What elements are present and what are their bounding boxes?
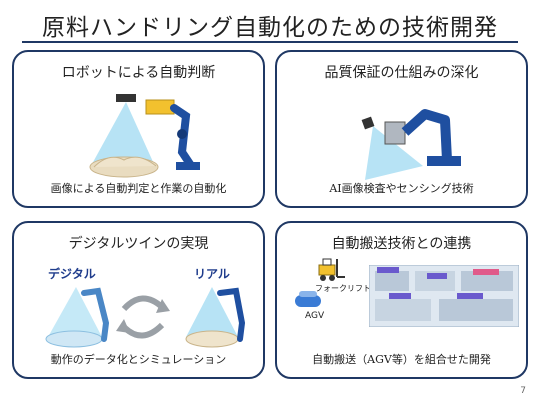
card-caption: AI画像検査やセンシング技術 bbox=[329, 182, 474, 195]
digital-twin-illustration bbox=[45, 287, 246, 348]
card-robot-judgment: ロボットによる自動判断 画像による自動判定と作業の自動化 bbox=[12, 50, 265, 208]
card-quality-assurance: 品質保証の仕組みの深化 AI画像検査やセンシング技術 bbox=[275, 50, 528, 208]
factory-layout-illustration bbox=[369, 265, 519, 327]
digital-label: デジタル bbox=[48, 267, 96, 281]
robot-inspection-illustration bbox=[89, 94, 200, 178]
title-divider bbox=[22, 41, 518, 43]
real-label: リアル bbox=[194, 267, 230, 281]
card-heading: 品質保証の仕組みの深化 bbox=[324, 65, 479, 81]
slide-title: 原料ハンドリング自動化のための技術開発 bbox=[42, 15, 498, 41]
card-heading: デジタルツインの実現 bbox=[68, 236, 209, 252]
card-heading: 自動搬送技術との連携 bbox=[331, 236, 472, 252]
agv-label: AGV bbox=[305, 311, 325, 321]
card-caption: 画像による自動判定と作業の自動化 bbox=[50, 182, 227, 195]
card-heading: ロボットによる自動判断 bbox=[61, 65, 216, 81]
card-caption: 動作のデータ化とシミュレーション bbox=[50, 353, 227, 366]
forklift-label: フォークリフト bbox=[315, 284, 371, 293]
camera-robot-illustration bbox=[361, 109, 461, 180]
card-caption: 自動搬送（AGV等）を組合せた開発 bbox=[312, 353, 491, 366]
page-number: 7 bbox=[520, 386, 526, 396]
card-digital-twin: デジタルツインの実現 デジタル リアル 動作のデータ化とシミュレーション bbox=[12, 221, 265, 379]
card-automated-transport: 自動搬送技術との連携 フォークリフト AGV 自動搬送（AGV等）を組合せた開発 bbox=[275, 221, 528, 379]
agv-icon bbox=[295, 291, 321, 307]
forklift-icon bbox=[318, 258, 345, 281]
